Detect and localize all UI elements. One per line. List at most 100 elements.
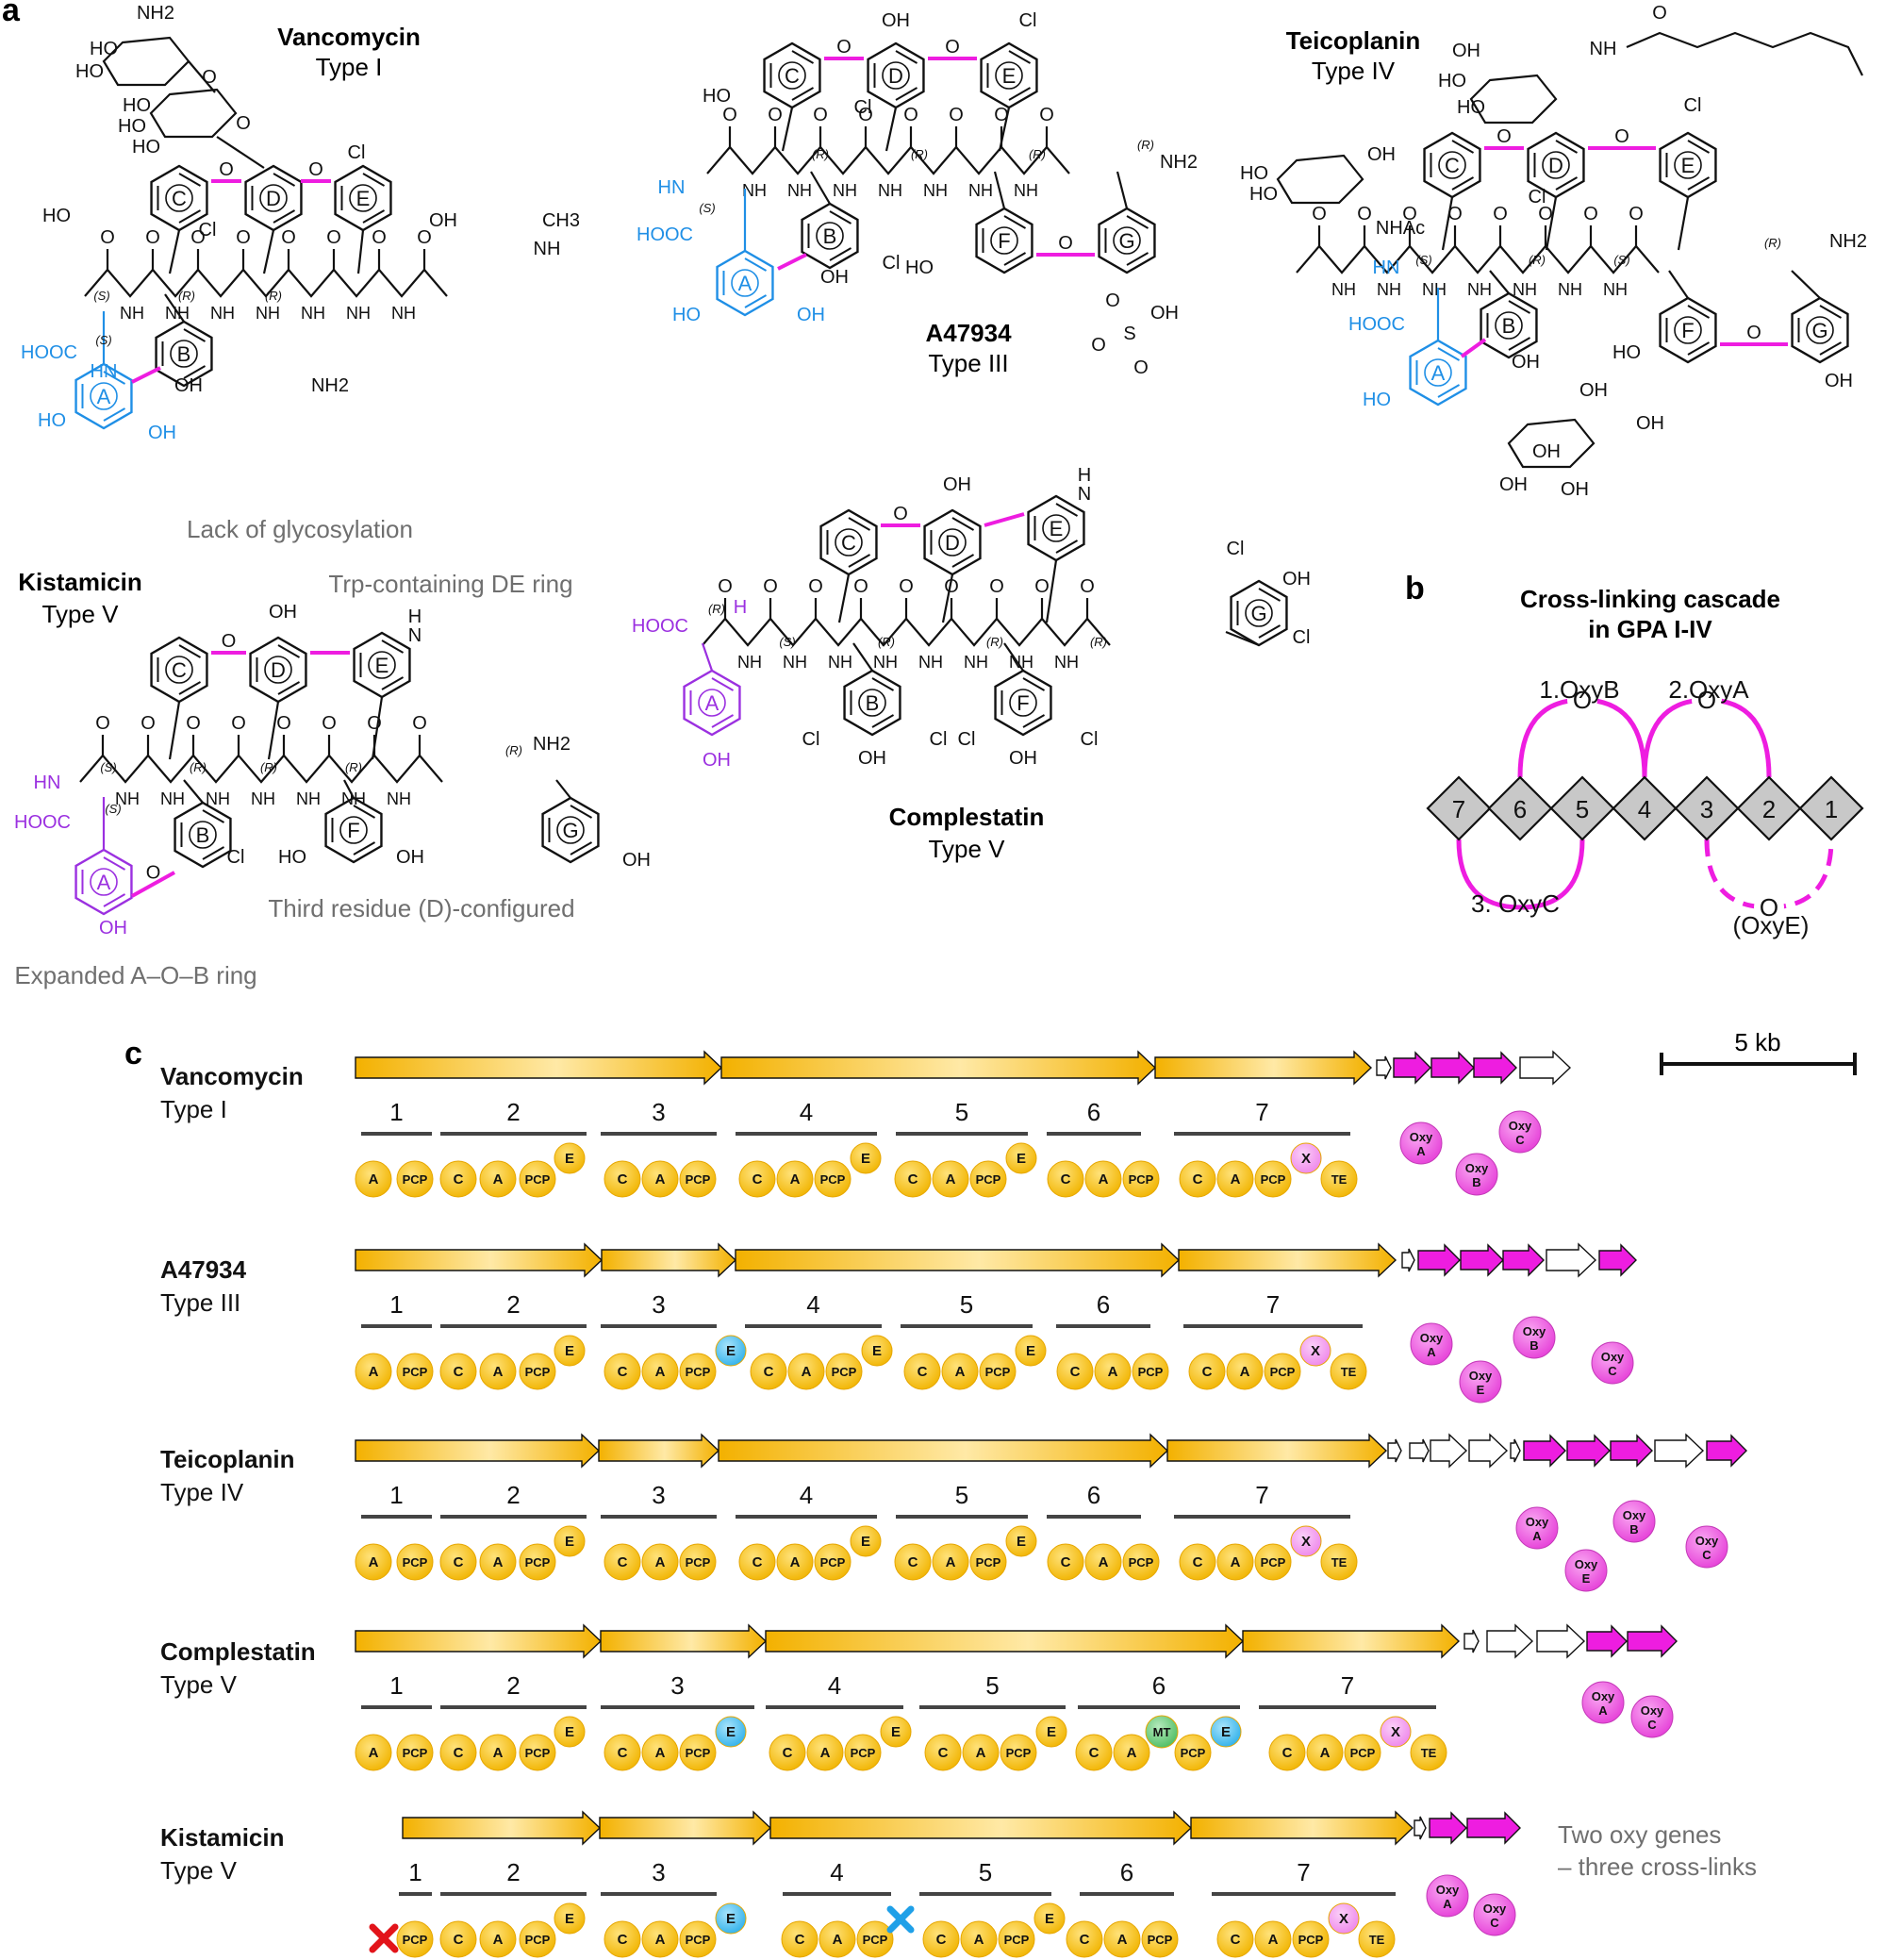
annotation-expanded-ring: Expanded A–O–B ring <box>14 961 256 989</box>
stereo-label: (S) <box>93 289 109 303</box>
amide-nh: NH <box>391 304 416 323</box>
domain-ball <box>715 1902 747 1935</box>
domain-e: E <box>1005 1142 1037 1174</box>
cross-link-bond <box>984 512 1025 527</box>
cluster-type: Type I <box>160 1095 227 1123</box>
domain-c: C <box>1268 1734 1306 1771</box>
side-chain-bond <box>993 171 1006 209</box>
atom-label: OH <box>396 847 424 868</box>
module-number: 7 <box>1266 1290 1280 1319</box>
stereo-label: (R) <box>708 602 725 616</box>
atom-label: Cl <box>930 729 948 750</box>
oxy-gene-arrow <box>1586 1624 1628 1658</box>
link-label-oxyb: 1.OxyB <box>1539 675 1619 704</box>
domain-ball <box>1141 1920 1179 1958</box>
domain-pcp: PCP <box>979 1353 1017 1390</box>
carbonyl-oxygen: O <box>1402 204 1417 224</box>
ring-outline <box>801 202 859 270</box>
nrps-gene-arrow <box>718 1433 1169 1469</box>
side-chain-bond <box>168 229 181 274</box>
domain-ball <box>554 1902 586 1935</box>
domain-pcp: PCP <box>1132 1353 1169 1390</box>
domain-pcp: PCP <box>519 1543 556 1581</box>
domain-a: A <box>962 1734 1000 1771</box>
domain-label: E <box>726 1724 736 1740</box>
domain-ball <box>396 1734 434 1771</box>
side-chain-bond <box>810 171 831 205</box>
domain-label: C <box>618 1554 628 1570</box>
domain-label: A <box>655 1364 666 1380</box>
ring-double-bond <box>103 856 126 871</box>
domain-pcp: PCP <box>396 1543 434 1581</box>
oxy-letter: B <box>1629 1522 1638 1536</box>
side-chain-bond <box>555 779 571 799</box>
module-number: 2 <box>506 1858 520 1886</box>
cascade-title-line2: in GPA I-IV <box>1588 615 1712 643</box>
ring-double-bond <box>711 714 735 728</box>
domain-ball <box>715 1716 747 1748</box>
ring-letter: B <box>866 691 880 715</box>
ring-outline <box>975 207 1033 274</box>
carbonyl-oxygen: O <box>813 105 828 125</box>
annotation-third-residue: Third residue (D)-configured <box>268 894 574 922</box>
panel-label-b: b <box>1405 571 1425 606</box>
domain-label: E <box>565 1911 574 1927</box>
domain-ball <box>715 1335 747 1367</box>
backbone-bonds <box>706 145 1070 175</box>
domain-a: A <box>355 1353 392 1390</box>
carbonyl-oxygen: O <box>372 227 387 248</box>
domain-te: TE <box>1410 1734 1447 1771</box>
domain-ball <box>962 1734 1000 1771</box>
domain-label: PCP <box>820 1555 846 1570</box>
ring-letter: D <box>945 531 960 555</box>
domain-a: A <box>641 1543 679 1581</box>
domain-label: E <box>891 1724 901 1740</box>
atom-label: NH2 <box>1829 231 1867 252</box>
side-chain-bond <box>1489 270 1510 294</box>
domain-ball <box>924 1734 962 1771</box>
atom-label: OH <box>882 10 910 31</box>
backbone-bonds <box>1296 244 1660 274</box>
domain-label: TE <box>1369 1933 1385 1947</box>
atom-label: NH2 <box>1160 152 1198 173</box>
domain-label: PCP <box>1261 1555 1286 1570</box>
amide-nh: NH <box>873 653 898 672</box>
domain-ball <box>781 1920 818 1958</box>
domain-label: A <box>1240 1364 1250 1380</box>
domain-label: E <box>1017 1534 1026 1550</box>
side-chain-bond <box>356 229 365 274</box>
domain-c: C <box>924 1734 962 1771</box>
domain-ball <box>519 1160 556 1198</box>
oxy-gene-arrow <box>1627 1624 1678 1658</box>
sugar-ring <box>1276 154 1364 205</box>
ring-letter-badge <box>165 184 193 212</box>
link-label-oxye: (OxyE) <box>1733 911 1810 939</box>
cluster-type: Type V <box>160 1670 238 1699</box>
domain-ball <box>1056 1353 1094 1390</box>
atom-label: Cl <box>1684 95 1702 116</box>
domain-label: PCP <box>1129 1555 1154 1570</box>
domain-ball <box>604 1353 641 1390</box>
stereo-label: (R) <box>878 635 895 649</box>
ring-double-bond <box>178 681 202 695</box>
cluster-name: Teicoplanin <box>160 1445 295 1473</box>
domain-c: C <box>1047 1543 1084 1581</box>
oxy-enzyme-a: OxyA <box>1399 1121 1443 1165</box>
nrps-gene-arrow <box>1166 1433 1388 1469</box>
domain-label: A <box>655 1171 666 1188</box>
carbonyl-oxygen: O <box>1583 204 1598 224</box>
panel-label-c: c <box>124 1036 142 1071</box>
oxy-gene-arrow <box>1610 1434 1653 1468</box>
ring-G: G <box>541 796 600 864</box>
domain-e: E <box>554 1716 586 1748</box>
oxy-label: Oxy <box>1523 1324 1546 1338</box>
carbonyl-oxygen: O <box>1538 204 1553 224</box>
ring-letter-badge <box>731 269 759 297</box>
domain-label: PCP <box>686 1933 711 1947</box>
atom-label: HO <box>703 86 731 107</box>
carbonyl-oxygen: O <box>1357 204 1372 224</box>
domain-ball <box>396 1353 434 1390</box>
domain-ball <box>1132 1353 1169 1390</box>
oxy-enzyme-e: OxyE <box>1564 1549 1608 1592</box>
